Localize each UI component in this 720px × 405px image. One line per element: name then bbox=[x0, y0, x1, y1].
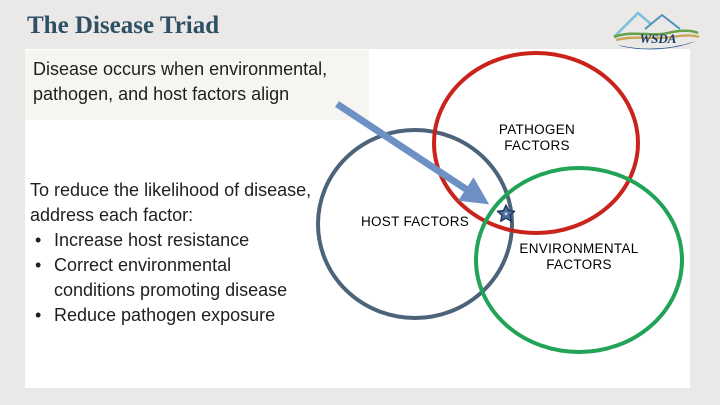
align-arrow bbox=[335, 101, 490, 205]
body-text-block: To reduce the likelihood of disease, add… bbox=[30, 178, 312, 328]
pathogen-factors-label: PATHOGEN FACTORS bbox=[498, 122, 576, 153]
intro-text: Disease occurs when environmental, patho… bbox=[33, 59, 328, 104]
bullet-reduce-pathogen-exposure: Reduce pathogen exposure bbox=[30, 303, 312, 328]
bullet-correct-environmental: Correct environmental conditions promoti… bbox=[30, 253, 312, 303]
host-factors-circle bbox=[316, 128, 514, 320]
bullet-increase-host-resistance: Increase host resistance bbox=[30, 228, 312, 253]
slide-title: The Disease Triad bbox=[27, 12, 220, 39]
logo-green-wave bbox=[613, 29, 699, 39]
body-lead: To reduce the likelihood of disease, add… bbox=[30, 180, 312, 225]
pathogen-factors-circle bbox=[432, 51, 640, 235]
intro-box: Disease occurs when environmental, patho… bbox=[25, 50, 369, 120]
logo-tan-wave bbox=[615, 34, 700, 42]
wsda-logo: WSDA bbox=[613, 11, 700, 50]
environment-factors-label: ENVIRONMENTAL FACTORS bbox=[519, 241, 639, 272]
logo-mountain-right bbox=[644, 14, 681, 30]
logo-wsda-label: WSDA bbox=[640, 31, 677, 46]
star-center-dot bbox=[504, 212, 508, 216]
bullet-list: Increase host resistance Correct environ… bbox=[30, 228, 312, 328]
environment-factors-circle bbox=[474, 166, 684, 354]
host-factors-label: HOST FACTORS bbox=[360, 214, 470, 229]
logo-mountain-left bbox=[614, 11, 652, 37]
